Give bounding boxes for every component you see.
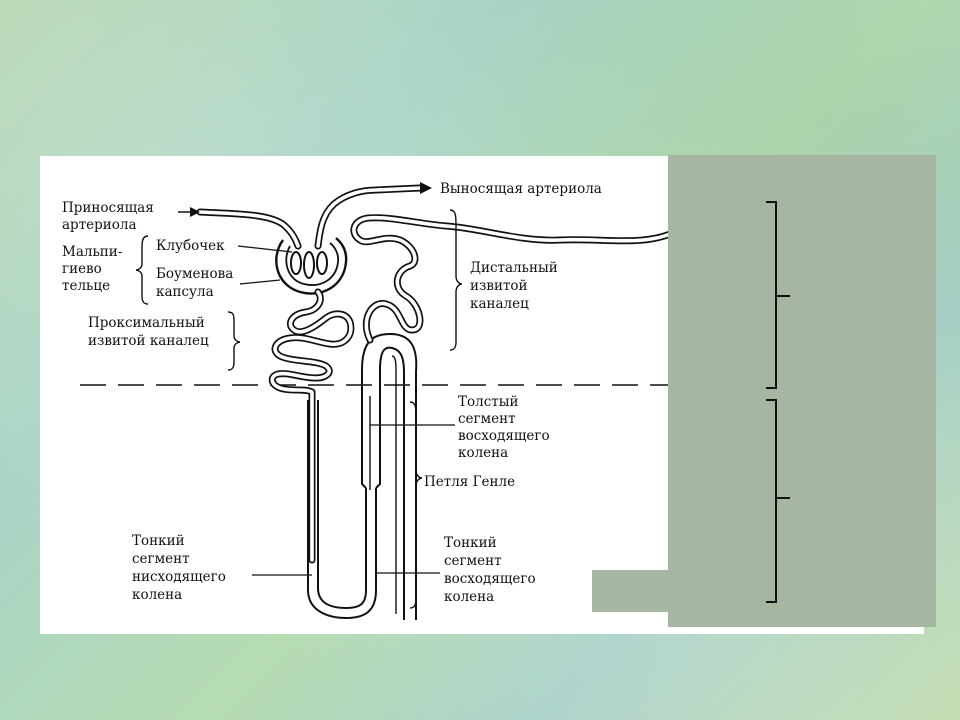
thin-ascending-label-1: Тонкий [444,535,497,551]
gray-overlay-panel [668,155,936,627]
bowman-label-1: Боуменова [156,266,233,282]
bowman-label-2: капсула [156,284,214,300]
thin-ascending-label-4: колена [444,589,494,605]
distal-brace [449,209,463,351]
proximal-convoluted-tubule [268,288,355,564]
afferent-arrowhead [190,207,200,217]
loop-of-henle [307,332,418,620]
proximal-brace [227,311,241,371]
thick-segment-label-4: колена [458,445,508,461]
henle-label: Петля Генле [424,474,515,490]
overlay-brace-bottom [766,399,790,603]
malpighian-label-1: Мальпи- [62,244,122,260]
afferent-label-2: артериола [62,217,137,233]
proximal-label-1: Проксимальный [88,315,205,331]
bowman-leader [239,279,281,285]
proximal-label-2: извитой каналец [88,333,209,349]
gray-overlay-strip [592,570,670,612]
distal-label-3: каналец [470,296,529,312]
malpighian-label-3: тельце [62,278,110,294]
glomerulus-label: Клубочек [156,238,225,254]
efferent-arteriole [314,184,424,250]
efferent-label: Выносящая артериола [440,181,602,197]
thin-descending-label-4: колена [132,587,182,603]
thick-segment-label-2: сегмент [458,411,516,427]
thick-segment-label-3: восходящего [458,428,550,444]
thin-ascending-label-3: восходящего [444,571,536,587]
henle-brace [409,401,423,609]
afferent-label-1: Приносящая [62,200,154,216]
thick-segment-label-1: Толстый [458,394,518,410]
distal-label-2: извитой [470,278,528,294]
thin-descending-label-3: нисходящего [132,569,226,585]
thin-ascending-label-2: сегмент [444,553,502,569]
distal-convoluted-tubule [350,214,674,344]
glomerulus [290,251,328,279]
distal-label-1: Дистальный [470,260,558,276]
afferent-arteriole [196,208,302,250]
thin-descending-label-2: сегмент [132,551,190,567]
thin-descending-label-1: Тонкий [132,533,185,549]
glomerulus-leader [237,245,293,253]
efferent-arrowhead [420,182,432,194]
bowman-capsule [275,237,348,295]
malpighian-label-2: гиево [62,261,102,277]
overlay-brace-top [766,201,790,389]
malpighian-brace [135,235,149,305]
